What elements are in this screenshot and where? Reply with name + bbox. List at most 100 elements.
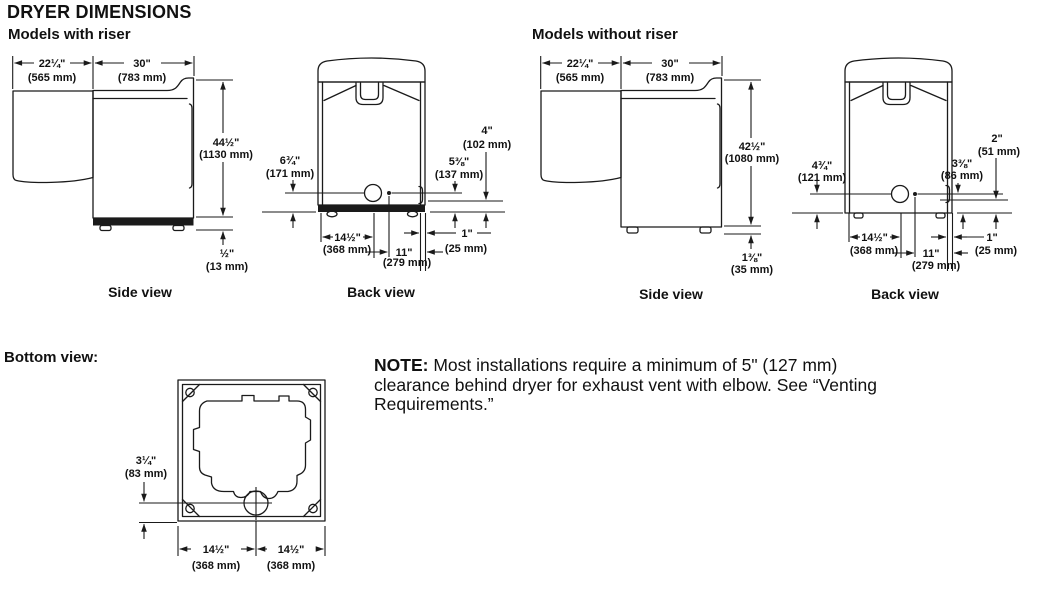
dim-riser-mm: (13 mm): [206, 261, 249, 273]
dryer-cabinet-side: [620, 77, 723, 228]
dim-height-mm: (1080 mm): [725, 153, 780, 165]
dim-corner-in: 4": [481, 125, 492, 137]
view-label-back-with-riser: Back view: [347, 284, 415, 300]
foot: [935, 212, 946, 219]
dim-vent-offset-mm: (83 mm): [125, 468, 168, 480]
note-line3: Requirements.”: [374, 394, 494, 414]
dim-door-depth-in: 22¼": [39, 58, 66, 70]
section-heading-without-riser: Models without riser: [532, 26, 678, 43]
dim-leg-in: 1⅜": [742, 252, 763, 264]
dim-vent-right-mm: (137 mm): [435, 169, 484, 181]
without-riser-back-view-drawing: 4¾" (121 mm) 2" (51 mm) 3⅜" (86 mm) 14½"…: [792, 57, 1021, 272]
view-label-side-with-riser: Side view: [108, 284, 172, 300]
dim-half-right-mm: (368 mm): [267, 560, 316, 572]
with-riser-back-view-drawing: 6¾" (171 mm) 4" (102 mm) 5⅜" (137 mm) 14…: [262, 57, 512, 271]
foot: [406, 210, 419, 218]
dim-bottom-right-mm: (25 mm): [975, 245, 1018, 257]
dimension-lines: [12, 56, 233, 245]
dim-bottom-mid-in: 11": [923, 248, 940, 260]
console: [844, 57, 953, 83]
screw-hole: [308, 503, 318, 514]
dim-bottom-left-mm: (368 mm): [850, 245, 899, 257]
foot: [99, 224, 112, 232]
dim-door-depth-mm: (565 mm): [556, 72, 605, 84]
base-pan-outline: [192, 394, 312, 500]
bottom-view-drawing: 3¼" (83 mm) 14½" (368 mm) 14½" (368 mm): [125, 379, 326, 572]
exhaust-outlet: [363, 183, 383, 203]
dim-cabinet-depth-in: 30": [133, 58, 150, 70]
dim-bottom-right-in: 1": [461, 228, 472, 240]
dim-bottom-left-in: 14½": [334, 232, 361, 244]
dryer-cabinet-side: [92, 77, 195, 219]
dim-half-right-in: 14½": [278, 544, 305, 556]
rear-notch: [355, 82, 384, 106]
dim-bottom-mid-mm: (279 mm): [912, 260, 961, 272]
dim-bottom-right-mm: (25 mm): [445, 243, 488, 255]
dim-height-in: 44½": [213, 137, 240, 149]
dimension-lines: [262, 152, 505, 271]
rear-notch: [882, 82, 911, 106]
dim-bottom-mid-in: 11": [396, 247, 413, 259]
dim-riser-in: ½": [220, 248, 234, 260]
dim-half-left-in: 14½": [203, 544, 230, 556]
dim-corner-in: 2": [991, 133, 1002, 145]
exhaust-outlet: [890, 184, 910, 204]
note-line1: Most installations require a minimum of …: [428, 355, 838, 375]
dim-cabinet-depth-in: 30": [661, 58, 678, 70]
dryer-cabinet-back: [317, 81, 426, 206]
dim-vent-right-in: 5⅜": [449, 156, 470, 168]
dryer-door-side: [540, 90, 622, 184]
dimension-lines: [139, 482, 326, 556]
foot: [172, 224, 185, 232]
section-heading-with-riser: Models with riser: [8, 26, 131, 43]
vent-dot: [387, 191, 391, 195]
dim-vent-offset-in: 3¼": [136, 455, 157, 467]
dim-cabinet-depth-mm: (783 mm): [118, 72, 167, 84]
dim-vent-left-mm: (171 mm): [266, 168, 315, 180]
dim-half-left-mm: (368 mm): [192, 560, 241, 572]
vent-dot: [913, 192, 917, 196]
console: [317, 57, 426, 83]
riser-strip: [318, 205, 425, 212]
dim-bottom-left-in: 14½": [861, 232, 888, 244]
dimension-lines: [540, 56, 761, 249]
dim-leg-mm: (35 mm): [731, 264, 774, 276]
dryer-cabinet-back: [844, 81, 953, 214]
installation-note: NOTE: Most installations require a minim…: [374, 355, 964, 415]
view-label-side-without-riser: Side view: [639, 286, 703, 302]
riser-strip: [93, 218, 194, 226]
page-title: DRYER DIMENSIONS: [7, 2, 192, 22]
dim-door-depth-mm: (565 mm): [28, 72, 77, 84]
dimension-lines: [792, 158, 1012, 271]
dim-bottom-left-mm: (368 mm): [323, 244, 372, 256]
dim-height-mm: (1130 mm): [199, 149, 253, 161]
dim-height-in: 42½": [739, 141, 766, 153]
foot: [326, 210, 338, 218]
with-riser-side-view-drawing: 22¼" (565 mm) 30" (783 mm) 44½" (1130 mm…: [12, 56, 253, 273]
foot: [626, 226, 639, 234]
view-label-back-without-riser: Back view: [871, 286, 939, 302]
dim-bottom-right-in: 1": [986, 232, 997, 244]
note-label: NOTE:: [374, 355, 429, 375]
dim-corner-mm: (51 mm): [978, 146, 1021, 158]
dim-vent-right-in: 3⅜": [952, 158, 973, 170]
screw-hole: [185, 503, 195, 514]
dim-vent-left-in: 4¾": [812, 160, 833, 172]
screw-hole: [185, 387, 195, 398]
base-outer: [177, 379, 326, 522]
dim-door-depth-in: 22¼": [567, 58, 594, 70]
base-inner: [181, 383, 322, 518]
screw-hole: [308, 387, 318, 398]
dim-vent-right-mm: (86 mm): [941, 170, 984, 182]
without-riser-side-view-drawing: 22¼" (565 mm) 30" (783 mm) 42½" (1080 mm…: [540, 56, 780, 276]
dim-cabinet-depth-mm: (783 mm): [646, 72, 695, 84]
dim-bottom-mid-mm: (279 mm): [383, 257, 432, 269]
foot: [853, 212, 864, 219]
dryer-door-side: [12, 90, 94, 184]
note-line2: clearance behind dryer for exhaust vent …: [374, 374, 877, 395]
dim-corner-mm: (102 mm): [463, 139, 512, 151]
section-heading-bottom-view: Bottom view:: [4, 349, 99, 366]
foot: [699, 226, 712, 234]
